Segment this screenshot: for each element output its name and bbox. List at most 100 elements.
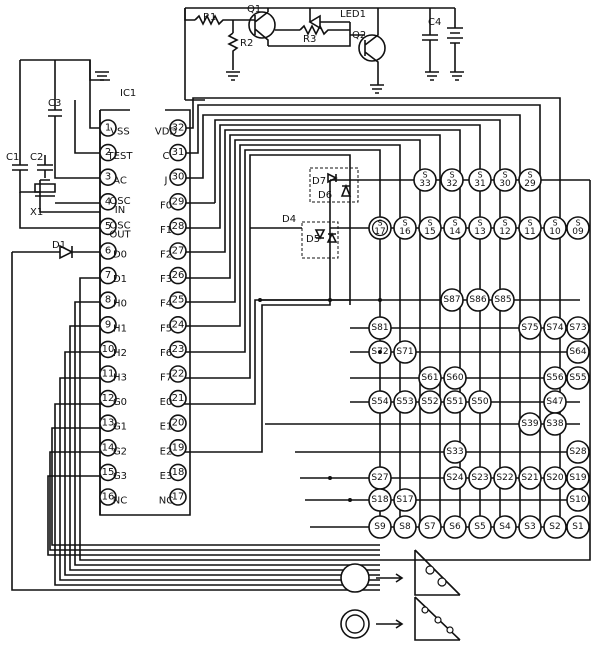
switch-label: S7: [424, 522, 435, 532]
r3-label: R3: [303, 34, 316, 45]
switch-s28: S28: [566, 440, 590, 464]
switch-s81: S81: [368, 316, 392, 340]
switch-s24: S24: [443, 466, 467, 490]
switch-matrix: S33S32S31S30S29S17S16S15S14S13S12S11S10S…: [258, 168, 590, 539]
ic-pin-label: NC: [159, 496, 173, 507]
ic-pin-label: IN: [115, 205, 125, 216]
ic-pin-number: 26: [172, 270, 185, 281]
switch-label: S56: [546, 373, 563, 383]
switch-12: S12: [493, 216, 517, 240]
ic-pin-label: C: [163, 151, 170, 162]
ic-pin-label: H2: [113, 348, 127, 359]
ic-pin-label: NC: [113, 496, 127, 507]
switch-s1: S1: [566, 515, 590, 539]
d7-label: D7: [312, 176, 326, 187]
switch-label: 30: [499, 179, 511, 189]
ic-pin-number: 7: [105, 270, 111, 281]
ic-pin-number: 18: [172, 467, 185, 478]
switch-s56: S56: [543, 366, 567, 390]
ic-pin-number: 12: [102, 393, 115, 404]
d4-label: D4: [282, 214, 296, 225]
switch-31: S31: [468, 168, 492, 192]
junction-dot: [258, 298, 262, 302]
ic-pin-number: 11: [102, 369, 115, 380]
switch-label: S10: [569, 495, 586, 505]
switch-09: S09: [566, 216, 590, 240]
switch-prefix: S: [575, 219, 580, 228]
ic-pin-label: OUT: [109, 229, 131, 240]
switch-label: S4: [499, 522, 511, 532]
ic-pin-label: VDD: [155, 127, 178, 138]
switch-s19: S19: [566, 466, 590, 490]
switch-label: S55: [569, 373, 586, 383]
switch-prefix: S: [477, 171, 482, 180]
switch-label: 13: [474, 227, 485, 237]
ic-pin-label: G0: [113, 397, 127, 408]
switch-label: S28: [569, 447, 586, 457]
switch-label: S27: [371, 473, 388, 483]
c4-label: C4: [428, 17, 441, 28]
ic-pin-label: F3: [160, 274, 172, 285]
q1-label: Q1: [247, 4, 261, 15]
switch-s21: S21: [518, 466, 542, 490]
switch-prefix: S: [449, 171, 454, 180]
ic-pin-number: 29: [172, 196, 185, 207]
ic-pin-number: 24: [172, 319, 185, 330]
ic-pin-label: F0: [160, 200, 172, 211]
switch-label: 31: [474, 179, 485, 189]
ic-pin-number: 19: [172, 442, 185, 453]
switch-s33: S33: [443, 440, 467, 464]
ic-pin-label: E2: [160, 446, 173, 457]
switch-prefix: S: [527, 219, 532, 228]
ic-pin-number: 27: [172, 246, 185, 257]
switch-label: S23: [471, 473, 488, 483]
switch-s53: S53: [393, 390, 417, 414]
junction-dot: [348, 498, 352, 502]
switch-label: S51: [446, 397, 463, 407]
switch-16: S16: [393, 216, 417, 240]
switch-13: S13: [468, 216, 492, 240]
switch-prefix: S: [422, 171, 427, 180]
ic-name: IC1: [120, 88, 136, 99]
switch-s23: S23: [468, 466, 492, 490]
switch-s74: S74: [543, 316, 567, 340]
switch-14: S14: [443, 216, 467, 240]
switch-label: S53: [396, 397, 413, 407]
ic-pin-number: 17: [172, 492, 185, 503]
switch-s3: S3: [518, 515, 542, 539]
switch-label: S3: [524, 522, 535, 532]
switch-label: S61: [421, 373, 438, 383]
switch-s85: S85: [491, 288, 515, 312]
ic-pin-label: OSC: [109, 196, 130, 207]
ic-pin-number: 3: [105, 172, 111, 183]
switch-label: S52: [421, 397, 438, 407]
ic-pin-label: H3: [113, 373, 127, 384]
ic-pin-label: F6: [160, 348, 172, 359]
switch-s5: S5: [468, 515, 492, 539]
switch-label: S86: [469, 295, 486, 305]
ic-pin-label: F4: [160, 299, 172, 310]
ic-pin-number: 22: [172, 369, 185, 380]
ic-pin-label: OSC: [109, 220, 130, 231]
switch-s87: S87: [440, 288, 464, 312]
switch-s73: S73: [566, 316, 590, 340]
c2-label: C2: [30, 152, 43, 163]
switch-s51: S51: [443, 390, 467, 414]
ic-pin-number: 31: [172, 147, 185, 158]
switch-label: 09: [572, 227, 584, 237]
ic-pin-label: D1: [113, 274, 127, 285]
switch-label: S24: [446, 473, 463, 483]
d6-label: D6: [318, 190, 332, 201]
switch-label: 29: [524, 179, 536, 189]
switch-label: S74: [546, 323, 563, 333]
ic-pin-number: 15: [102, 467, 115, 478]
